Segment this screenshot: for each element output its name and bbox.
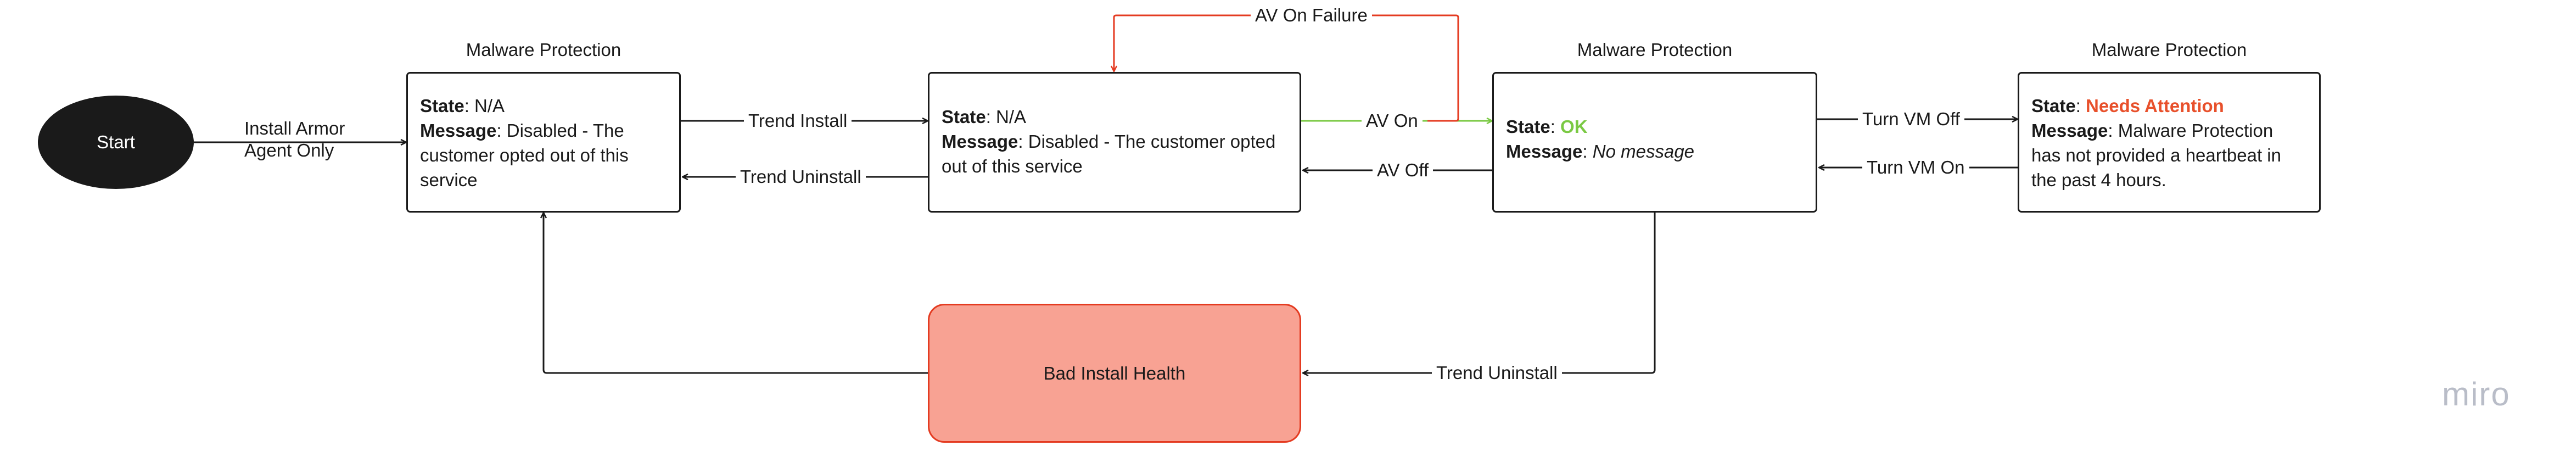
node1-message-value: Disabled - The customer opted out of thi… [420, 120, 629, 190]
node4-box: State: Needs Attention Message: Malware … [2018, 72, 2321, 213]
node3-message-line: Message: No message [1506, 141, 1695, 161]
node4-title: Malware Protection [2091, 40, 2247, 60]
node1-box: State: N/A Message: Disabled - The custo… [406, 72, 681, 213]
node2-state-value: N/A [996, 107, 1027, 127]
node4-message-line: Message: Malware Protection has not prov… [2031, 120, 2281, 190]
node1-state-value: N/A [474, 96, 505, 116]
edge-label-av-on: AV On [1362, 110, 1423, 132]
node2-message-line: Message: Disabled - The customer opted o… [942, 131, 1276, 176]
edge-label-trend-install: Trend Install [744, 110, 852, 132]
node3-state-key: State [1506, 116, 1550, 137]
node2-message-key: Message [942, 131, 1018, 152]
edge-label-turn-vm-off: Turn VM Off [1858, 108, 1964, 130]
node4-state-key: State [2031, 96, 2076, 116]
miro-watermark: miro [2442, 376, 2511, 413]
node2-box: State: N/A Message: Disabled - The custo… [928, 72, 1301, 213]
node2-state-line: State: N/A [942, 107, 1027, 127]
node3-box: State: OK Message: No message [1492, 72, 1817, 213]
bad-install-label: Bad Install Health [1043, 363, 1186, 383]
node1-message-key: Message [420, 120, 497, 141]
edge-label-trend-uninstall-bottom: Trend Uninstall [1432, 362, 1562, 384]
node3-state-line: State: OK [1506, 116, 1588, 137]
node2-state-key: State [942, 107, 986, 127]
bad-install-health-node: Bad Install Health [928, 304, 1301, 443]
node2-message-value: Disabled - The customer opted out of thi… [942, 131, 1276, 176]
node1-message-line: Message: Disabled - The customer opted o… [420, 120, 629, 190]
edge-av-on-failure [1114, 14, 1459, 122]
node4-message-value: Malware Protection has not provided a he… [2031, 120, 2281, 190]
edge-label-turn-vm-on: Turn VM On [1862, 157, 1969, 179]
node3-message-value: No message [1592, 141, 1695, 161]
node4-message-key: Message [2031, 120, 2108, 141]
start-label: Start [97, 132, 135, 152]
node3-state-value: OK [1560, 116, 1588, 137]
node3-message-key: Message [1506, 141, 1583, 161]
node3-title: Malware Protection [1577, 40, 1733, 60]
edge-label-trend-uninstall-top: Trend Uninstall [736, 166, 866, 188]
edge-bad-install-to-node1 [544, 213, 928, 374]
node4-state-line: State: Needs Attention [2031, 96, 2224, 116]
node1-state-line: State: N/A [420, 96, 505, 116]
node4-state-value: Needs Attention [2086, 96, 2224, 116]
edge-trend-uninstall-bottom [1303, 211, 1656, 373]
edge-label-av-on-failure: AV On Failure [1251, 4, 1372, 26]
edge-label-av-off: AV Off [1373, 159, 1433, 181]
node1-title: Malware Protection [466, 40, 621, 60]
edge-label-install-armor: Install Armor Agent Only [244, 118, 345, 160]
start-node: Start [38, 96, 194, 189]
node1-state-key: State [420, 96, 464, 116]
